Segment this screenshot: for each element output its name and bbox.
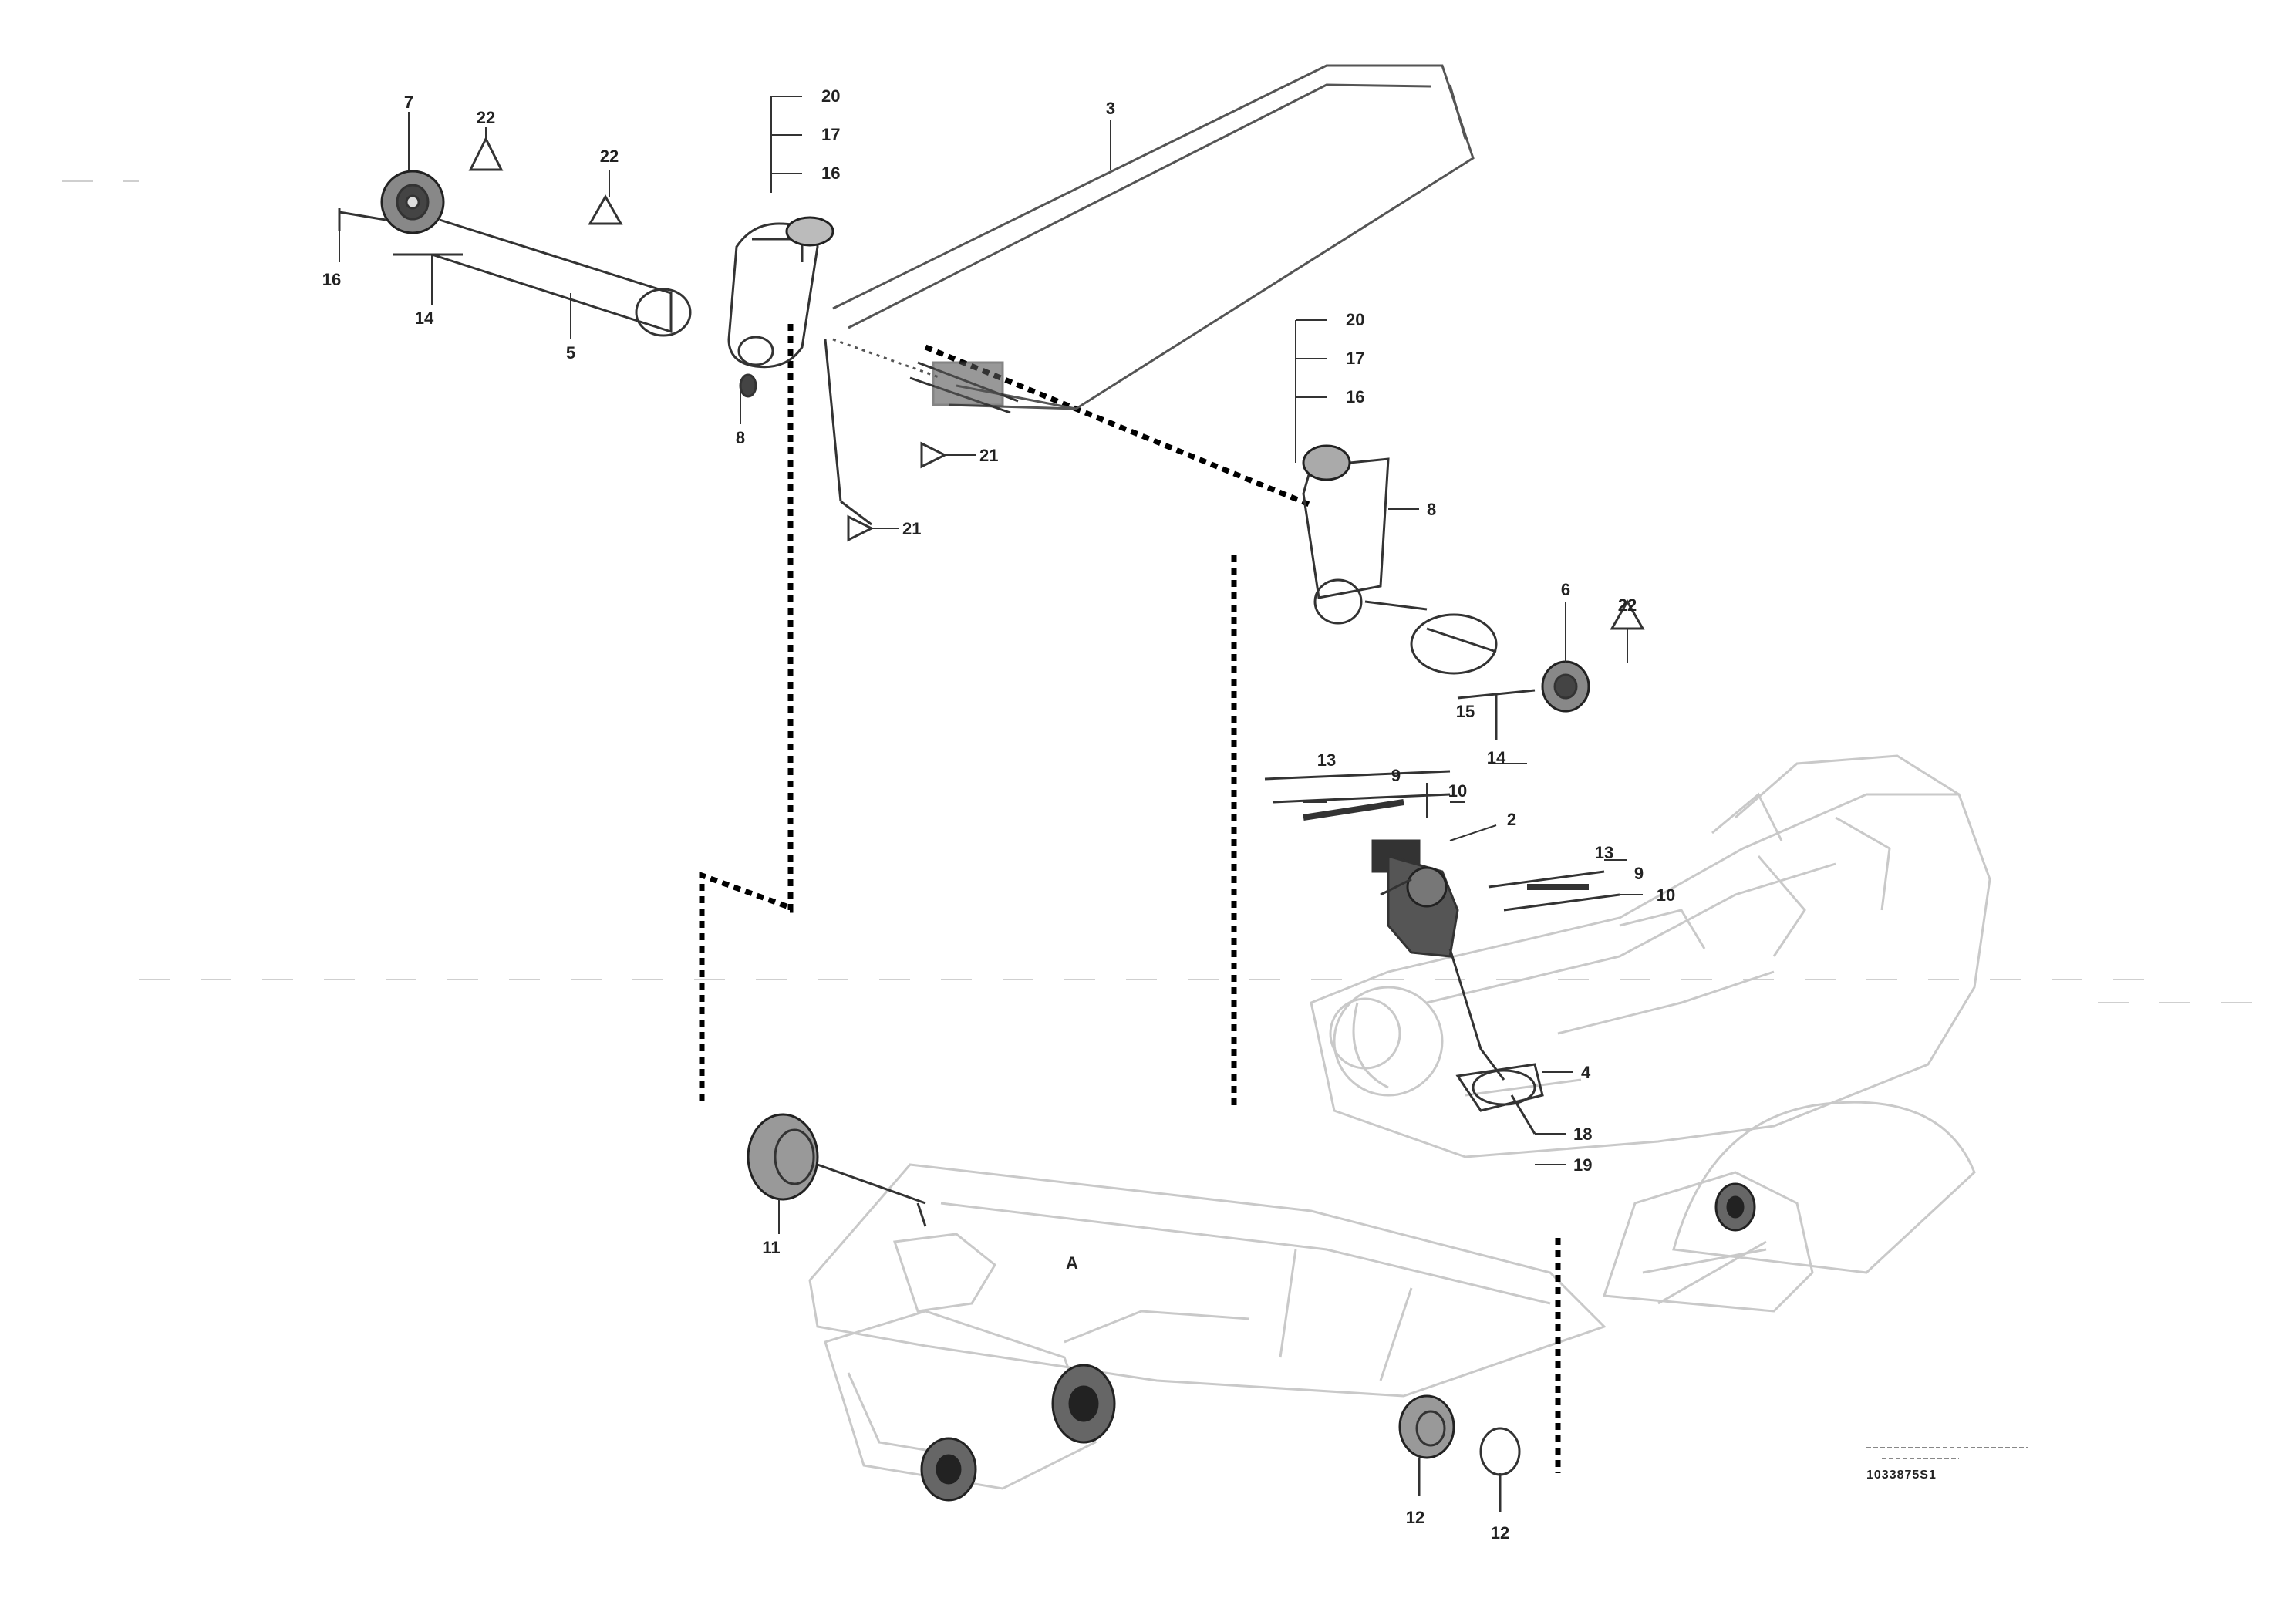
callout-21-b: 21 — [902, 519, 921, 538]
middle-right-shaft — [1410, 613, 1590, 740]
callout-19: 19 — [1573, 1155, 1592, 1175]
reference-line-1 — [1866, 1442, 2036, 1453]
upper-left-shaft — [338, 170, 692, 337]
callout-10-b: 10 — [1657, 885, 1675, 905]
background-machine — [808, 754, 1991, 1490]
callout-5: 5 — [566, 343, 575, 363]
callout-22-a: 22 — [477, 108, 495, 127]
callout-11: 11 — [762, 1238, 780, 1257]
lower-left-cylinder — [747, 1113, 927, 1227]
callout-18: 18 — [1573, 1125, 1592, 1144]
callout-10-a: 10 — [1448, 781, 1467, 801]
callout-labels: 7 22 22 16 14 5 20 17 16 8 3 21 21 20 17… — [322, 86, 1675, 1543]
callout-12-a: 12 — [1406, 1508, 1424, 1527]
dark-wheels — [920, 1182, 1756, 1502]
callout-A: A — [1066, 1253, 1078, 1273]
callout-14-b: 14 — [1487, 748, 1506, 767]
reference-code: 1033875S1 — [1866, 1469, 1937, 1482]
callout-16-c: 16 — [1346, 387, 1364, 406]
callout-8-a: 8 — [736, 428, 745, 447]
callout-6: 6 — [1561, 580, 1570, 599]
callout-3: 3 — [1106, 99, 1115, 118]
callout-8-b: 8 — [1427, 500, 1436, 519]
boom-arm — [832, 64, 1475, 410]
callout-9-b: 9 — [1634, 864, 1644, 883]
callout-9-a: 9 — [1391, 766, 1401, 785]
arrow-symbols — [468, 136, 1645, 630]
callout-16-b: 16 — [821, 164, 840, 183]
callout-22-b: 22 — [600, 147, 619, 166]
callout-13-b: 13 — [1595, 843, 1613, 862]
callout-16-a: 16 — [322, 270, 341, 289]
callout-17-a: 17 — [821, 125, 840, 144]
callout-7: 7 — [404, 93, 413, 112]
drawing-reference: 1033875S1 — [1866, 1442, 2036, 1482]
link-pin — [824, 339, 1019, 526]
routing-dashed-lines — [699, 324, 1561, 1473]
callout-12-b: 12 — [1491, 1523, 1509, 1543]
callout-22-c: 22 — [1618, 595, 1637, 615]
callout-13-a: 13 — [1317, 750, 1336, 770]
lower-rollers — [1398, 1394, 1521, 1512]
reference-line-2 — [1866, 1453, 2036, 1464]
centre-component — [1264, 770, 1620, 1135]
center-lines — [62, 180, 2283, 1003]
callout-20-a: 20 — [821, 86, 840, 106]
callout-21-a: 21 — [979, 446, 998, 465]
middle-bracket — [1302, 444, 1428, 625]
callout-17-b: 17 — [1346, 349, 1364, 368]
leader-lines — [339, 96, 1643, 1234]
callout-4: 4 — [1581, 1063, 1591, 1082]
upper-left-bracket — [727, 216, 834, 398]
callout-20-b: 20 — [1346, 310, 1364, 329]
callout-2: 2 — [1507, 810, 1516, 829]
callout-14-a: 14 — [415, 309, 434, 328]
callout-15: 15 — [1456, 702, 1475, 721]
